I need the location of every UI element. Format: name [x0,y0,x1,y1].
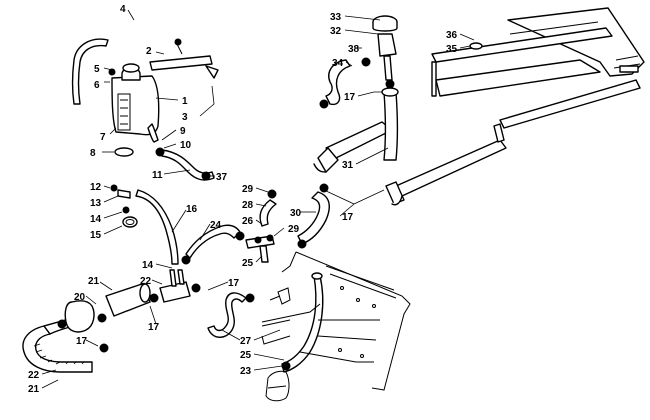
leader-lines [41,9,475,389]
fitting-22 [149,269,201,303]
heat-exchanger-lower [385,123,507,206]
callout-12: 12 [90,182,102,193]
hose-23 [207,292,255,338]
hose-31 [381,87,399,161]
hose-11 [155,147,215,181]
callout-6: 6 [94,80,100,91]
callout-29-upper: 29 [242,184,254,195]
clamp-15 [122,216,138,228]
callout-28: 28 [242,200,254,211]
callout-36: 36 [446,30,458,41]
callout-24: 24 [210,220,222,231]
hose-16 [135,189,179,265]
callout-17-center: 17 [228,278,240,289]
callout-4: 4 [120,4,126,15]
callout-13: 13 [90,198,102,209]
callout-labels: 4 2 5 6 1 3 7 9 10 8 11 37 12 13 14 15 1… [28,4,458,395]
heat-exchanger-upper [313,121,393,173]
callout-37: 37 [216,172,228,183]
hose-30 [297,183,330,249]
callout-17-lower-mid: 17 [148,322,160,333]
callout-2: 2 [146,46,152,57]
filler-neck-assembly [361,15,398,89]
callout-10: 10 [180,140,192,151]
coupler-20 [57,300,107,333]
callout-14-lower: 14 [142,260,154,271]
clamp-17-left [99,343,109,353]
coolant-tank [111,63,160,143]
tunnel-panel [261,251,411,402]
callout-25-upper: 25 [242,258,254,269]
callout-26: 26 [242,216,254,227]
callout-25-lower: 25 [240,350,252,361]
clip-8 [114,147,134,157]
grommet-35 [469,42,483,50]
callout-31: 31 [342,160,354,171]
callout-23: 23 [240,366,252,377]
tank-bracket [149,38,219,79]
callout-34: 34 [332,58,344,69]
hose-21 [105,283,151,317]
callout-8: 8 [90,148,96,159]
callout-27: 27 [240,336,252,347]
callout-11: 11 [152,170,163,181]
hose-34 [319,59,351,109]
callout-15: 15 [90,230,102,241]
callout-9: 9 [180,126,186,137]
callout-5: 5 [94,64,100,75]
callout-30: 30 [290,208,302,219]
callout-35: 35 [446,44,458,55]
callout-3: 3 [182,112,188,123]
hose-24 [181,224,245,265]
callout-14-upper: 14 [90,214,102,225]
callout-19: 22 [28,370,40,381]
callout-7: 7 [100,132,106,143]
callout-22: 22 [140,276,152,287]
callout-17-lower-left: 17 [76,336,88,347]
callout-21: 21 [88,276,100,287]
callout-29-lower: 29 [288,224,300,235]
heat-exchanger-frame [431,7,645,129]
callout-33: 33 [330,12,342,23]
callout-17-top: 17 [344,92,356,103]
hose-28 [259,189,277,242]
callout-17-mid-right: 17 [342,212,354,223]
callout-18: 21 [28,384,40,395]
callout-1: 1 [182,96,188,107]
callout-38: 38 [348,44,360,55]
callout-32: 32 [330,26,342,37]
callout-16: 16 [186,204,198,215]
fittings-12-13 [110,184,131,214]
vent-hose [71,38,116,105]
callout-20: 20 [74,292,86,303]
